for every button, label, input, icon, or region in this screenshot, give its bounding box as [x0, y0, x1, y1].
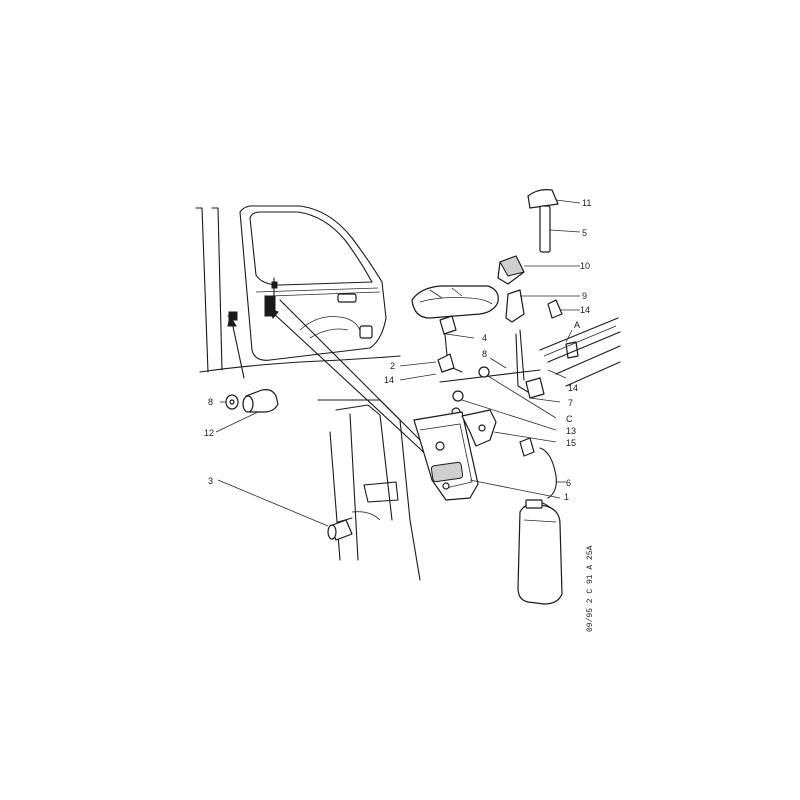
car-door-outline [195, 205, 421, 581]
callout-9: 9 [582, 291, 587, 301]
callout-8-right: 8 [482, 349, 487, 359]
callout-10: 10 [580, 261, 590, 271]
callout-15: 15 [566, 438, 576, 448]
callout-13: 13 [566, 426, 576, 436]
callout-14-top: 14 [580, 305, 590, 315]
callout-3: 3 [208, 476, 213, 486]
callout-2: 2 [390, 361, 395, 371]
callout-14-left: 14 [384, 375, 394, 385]
outer-door-handle [411, 285, 499, 319]
reference-code: 09/95 2 C 91 A 25A [586, 545, 595, 632]
callout-7: 7 [568, 398, 573, 408]
body-rail [539, 317, 621, 387]
lock-mechanism [413, 409, 497, 501]
leader-lines [215, 199, 581, 527]
callout-6: 6 [566, 478, 571, 488]
callout-4: 4 [482, 333, 487, 343]
lock-housing-bottom [517, 499, 563, 605]
callout-labels: 11 5 10 9 14 A 4 8 2 14 14 7 C 13 15 6 1… [204, 198, 591, 502]
screw-part [327, 517, 353, 541]
callout-8-left: 8 [208, 397, 213, 407]
lock-cylinder-parts [497, 189, 563, 323]
callout-C: C [566, 414, 573, 424]
callout-11: 11 [582, 198, 591, 208]
callout-1: 1 [564, 492, 569, 502]
clips-small-parts [437, 315, 579, 457]
assembly-arrows [227, 299, 431, 459]
callout-12: 12 [204, 428, 214, 438]
callout-A: A [574, 320, 580, 330]
callout-5: 5 [582, 228, 587, 238]
bushing-parts [225, 389, 279, 413]
callout-14-rail: 14 [568, 383, 578, 393]
